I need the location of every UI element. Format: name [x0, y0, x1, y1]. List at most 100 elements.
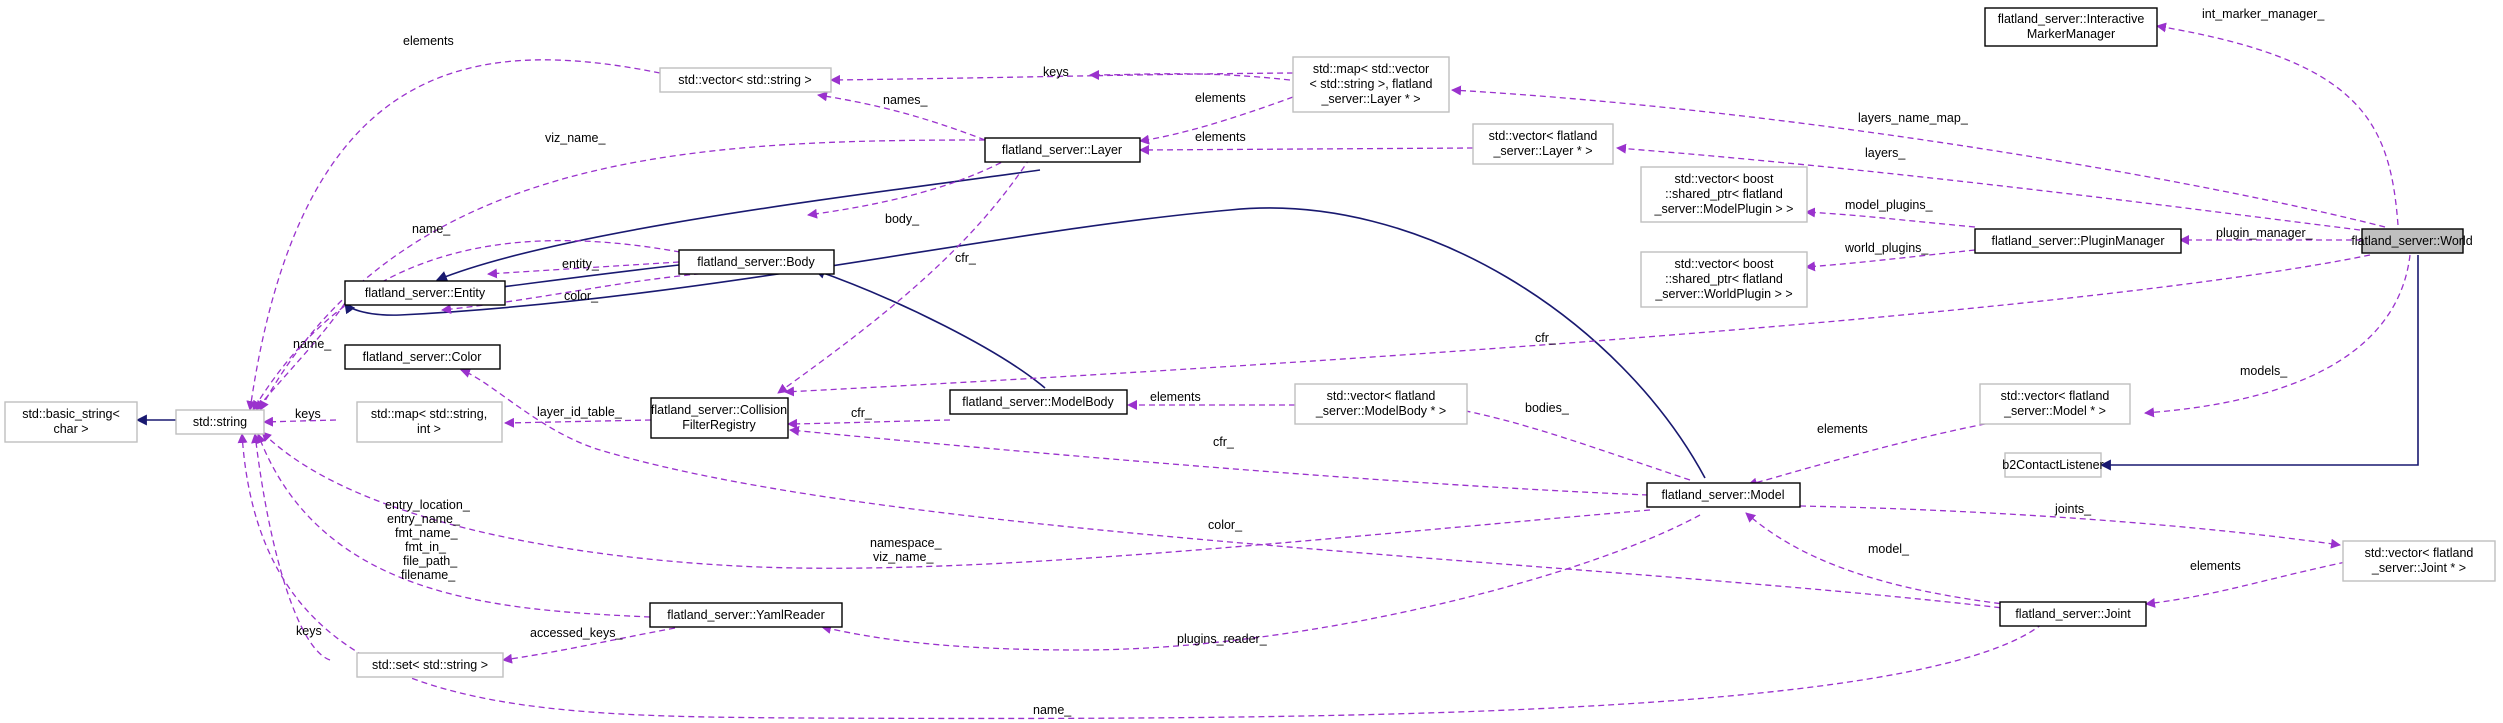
node-layer[interactable]: flatland_server::Layer [984, 137, 1141, 163]
edge-usage-28 [787, 418, 951, 429]
node-map-string-int[interactable]: std::map< std::string, int > [356, 401, 503, 443]
svg-text:flatland_server::YamlReader: flatland_server::YamlReader [667, 608, 824, 622]
edge-inherit-modelbody-body [813, 268, 1046, 389]
svg-text:int >: int > [417, 422, 441, 436]
edge-usage-11 [2145, 559, 2356, 608]
edge-usage-38 [237, 433, 2051, 720]
edge-label-world-plugins: world_plugins_ [1844, 241, 1929, 255]
edge-label-fmt-name: fmt_name_ [395, 526, 459, 540]
svg-text:b2ContactListener: b2ContactListener [2002, 458, 2103, 472]
svg-text:_server::ModelPlugin > >: _server::ModelPlugin > > [1654, 202, 1794, 216]
svg-text:_server::Layer * >: _server::Layer * > [1320, 92, 1420, 106]
node-body[interactable]: flatland_server::Body [678, 249, 835, 275]
svg-text:std::basic_string<: std::basic_string< [22, 407, 120, 421]
edge-label-int-marker-manager: int_marker_manager_ [2202, 7, 2325, 21]
edge-label-joint-model: model_ [1868, 542, 1910, 556]
node-vector-string[interactable]: std::vector< std::string > [659, 67, 832, 93]
edge-usage-25 [255, 302, 346, 411]
node-vector-joint[interactable]: std::vector< flatland _server::Joint * > [2342, 540, 2496, 582]
edge-label-layer-id-table: layer_id_table_ [537, 405, 623, 419]
node-interactive-marker-manager[interactable]: flatland_server::Interactive MarkerManag… [1984, 7, 2158, 47]
edge-usage-6 [1805, 249, 1976, 272]
svg-text:MarkerManager: MarkerManager [2027, 27, 2115, 41]
svg-text:flatland_server::Joint: flatland_server::Joint [2015, 607, 2131, 621]
edge-label-entry-location: entry_location_ [385, 498, 471, 512]
svg-text:flatland_server::Collision: flatland_server::Collision [651, 403, 787, 417]
svg-text:FilterRegistry: FilterRegistry [682, 418, 756, 432]
edge-usage-30 [1449, 404, 1691, 481]
node-vector-layer[interactable]: std::vector< flatland _server::Layer * > [1472, 123, 1614, 165]
edge-usage-21 [777, 157, 1031, 394]
node-yaml-reader[interactable]: flatland_server::YamlReader [649, 602, 843, 628]
edge-usage-16 [830, 72, 1294, 85]
edge-label-entry-name: entry_name_ [387, 512, 461, 526]
edge-label-models: models_ [2240, 364, 2288, 378]
svg-text:flatland_server::Interactive: flatland_server::Interactive [1998, 12, 2145, 26]
node-b2-contact-listener[interactable]: b2ContactListener [2002, 452, 2104, 478]
edge-label-map-elements: elements [1195, 91, 1246, 105]
node-vector-model-body[interactable]: std::vector< flatland _server::ModelBody… [1294, 383, 1468, 425]
node-collision-filter-registry[interactable]: flatland_server::Collision FilterRegistr… [650, 397, 789, 439]
edge-inherit-world-b2contactlistener [2099, 255, 2419, 471]
edge-label-viz-name-model: viz_name_ [873, 550, 934, 564]
edge-inherit-model-entity [344, 207, 1706, 479]
edge-usage-33 [261, 431, 1651, 569]
edge-usage-23 [487, 261, 680, 279]
edge-usage-37 [251, 433, 331, 661]
node-model[interactable]: flatland_server::Model [1646, 482, 1801, 508]
edge-label-body: body_ [885, 212, 920, 226]
svg-text:< std::string >, flatland: < std::string >, flatland [1310, 77, 1433, 91]
edge-usage-1 [2156, 22, 2399, 226]
node-joint[interactable]: flatland_server::Joint [1999, 601, 2147, 627]
edge-label-name-body: name_ [412, 222, 451, 236]
node-world[interactable]: flatland_server::World [2351, 228, 2473, 254]
edge-usage-24 [441, 271, 721, 315]
edge-label-names: names_ [883, 93, 929, 107]
svg-text:_server::Model * >: _server::Model * > [2003, 404, 2106, 418]
svg-text:std::map< std::string,: std::map< std::string, [371, 407, 487, 421]
edge-usage-22 [252, 239, 681, 411]
node-basic-string[interactable]: std::basic_string< char > [4, 401, 138, 443]
edge-label-color-body: color_ [564, 289, 599, 303]
svg-text:std::vector< boost: std::vector< boost [1674, 172, 1774, 186]
svg-text:flatland_server::Color: flatland_server::Color [363, 350, 482, 364]
edge-label-joint-vector-elements: elements [2190, 559, 2241, 573]
edge-usage-12 [1745, 512, 2021, 607]
edge-usage-3 [1616, 143, 2361, 231]
edge-label-map-keys: keys [1043, 65, 1069, 79]
node-map-layers[interactable]: std::map< std::vector < std::string >, f… [1292, 56, 1450, 113]
edge-label-accessed-keys: accessed_keys_ [530, 626, 623, 640]
edge-usage-15 [1139, 144, 1474, 155]
node-entity[interactable]: flatland_server::Entity [344, 280, 506, 306]
svg-text:flatland_server::PluginManager: flatland_server::PluginManager [1991, 234, 2164, 248]
svg-text:std::vector< flatland: std::vector< flatland [2365, 546, 2474, 560]
edge-label-model-cfr: cfr_ [1213, 435, 1235, 449]
svg-text:::shared_ptr< flatland: ::shared_ptr< flatland [1665, 187, 1783, 201]
node-vector-model[interactable]: std::vector< flatland _server::Model * > [1979, 383, 2131, 425]
node-model-body[interactable]: flatland_server::ModelBody [949, 389, 1128, 415]
node-vector-world-plugin[interactable]: std::vector< boost ::shared_ptr< flatlan… [1640, 251, 1808, 308]
node-set-string[interactable]: std::set< std::string > [356, 652, 504, 678]
edge-usage-14 [1139, 96, 1294, 145]
edge-usage-2 [1451, 85, 2386, 228]
edge-label-world-cfr: cfr_ [1535, 331, 1557, 345]
node-vector-model-plugin[interactable]: std::vector< boost ::shared_ptr< flatlan… [1640, 166, 1808, 223]
svg-text:_server::Layer * >: _server::Layer * > [1492, 144, 1592, 158]
node-string[interactable]: std::string [175, 409, 265, 435]
svg-text:std::vector< flatland: std::vector< flatland [1489, 129, 1598, 143]
svg-text:_server::WorldPlugin > >: _server::WorldPlugin > > [1654, 287, 1792, 301]
svg-text:std::set< std::string >: std::set< std::string > [372, 658, 488, 672]
edge-label-set-keys: keys [296, 624, 322, 638]
node-plugin-manager[interactable]: flatland_server::PluginManager [1974, 228, 2182, 254]
edge-usage-26 [263, 416, 337, 427]
edge-label-model-vector-elements: elements [1817, 422, 1868, 436]
edge-usage-20 [807, 157, 1011, 219]
svg-text:std::vector< flatland: std::vector< flatland [1327, 389, 1436, 403]
svg-text:std::map< std::vector: std::map< std::vector [1313, 62, 1429, 76]
edge-label-namespace: namespace_ [870, 536, 943, 550]
svg-text:flatland_server::ModelBody: flatland_server::ModelBody [962, 395, 1114, 409]
node-color[interactable]: flatland_server::Color [344, 344, 501, 370]
edge-label-name-entity: name_ [293, 337, 332, 351]
svg-text:_server::ModelBody * >: _server::ModelBody * > [1315, 404, 1446, 418]
edge-label-layers: layers_ [1865, 146, 1906, 160]
